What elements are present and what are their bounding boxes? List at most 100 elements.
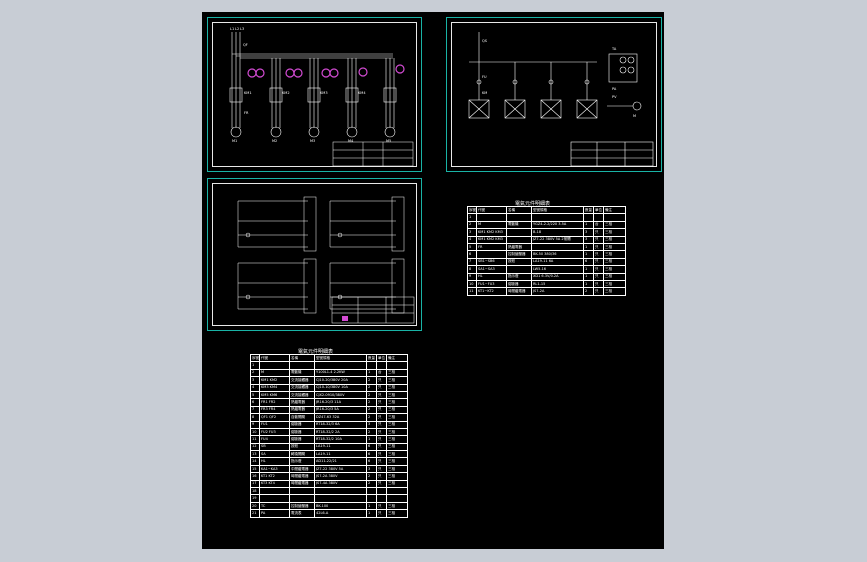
table-cell: 9: [250, 420, 260, 429]
label-km1: KM1: [244, 91, 252, 95]
table-cell: 三相: [386, 435, 408, 444]
table-cell: 2: [250, 368, 260, 378]
table-cell: KT1~KT2: [476, 287, 507, 296]
table-cell: 12: [250, 442, 260, 452]
table-cell: 名稱: [506, 205, 532, 215]
table-cell: [476, 250, 507, 259]
table-cell: 只: [376, 472, 387, 481]
table-cell: [583, 213, 594, 222]
table-cell: HL: [476, 272, 507, 281]
table-cell: 三相: [603, 228, 626, 237]
table-cell: FU4: [259, 435, 290, 444]
table-cell: 1: [583, 279, 594, 289]
drawing-sheet-control-circuit[interactable]: [207, 178, 422, 331]
table-cell: 14: [250, 457, 260, 466]
table-cell: 按鈕: [289, 442, 315, 452]
table-cell: 序號: [467, 205, 477, 215]
magenta-mark: [342, 316, 348, 321]
table-cell: 熱繼電器: [289, 405, 315, 415]
table-cell: 電動機: [506, 220, 532, 230]
table-cell: [259, 494, 290, 503]
table-cell: 4: [467, 235, 477, 244]
table-cell: JR16-20/3 5A: [314, 405, 367, 415]
table-cell: LA19-11: [314, 450, 367, 459]
table-cell: 2: [366, 398, 377, 407]
table-cell: 5: [467, 242, 477, 252]
table-row: 1: [467, 213, 626, 222]
drawing-sheet-main-circuit[interactable]: L1 L2 L3 QF KM1 KM2 KM3 KM4 FR M1 M2 M3 …: [207, 17, 422, 172]
table-cell: 三相: [603, 272, 626, 281]
table-cell: 三相: [603, 235, 626, 244]
table-cell: 備注: [386, 353, 408, 363]
table-cell: JR16-20/3 11A: [314, 398, 367, 407]
table-cell: [386, 361, 408, 370]
table-cell: 電流表: [289, 509, 315, 518]
table-cell: KM1 KM2: [259, 376, 290, 385]
table-cell: 三相: [386, 376, 408, 385]
table-cell: [366, 361, 377, 370]
table-cell: 7: [467, 257, 477, 267]
table-cell: 自動開關: [289, 413, 315, 422]
table-cell: 1: [366, 509, 377, 518]
table-cell: LA19-11: [314, 442, 367, 452]
table-cell: RT18-32/3 6A: [314, 420, 367, 429]
table-cell: 序號: [250, 353, 260, 363]
table-cell: 1: [467, 213, 477, 222]
table-cell: 2: [366, 383, 377, 392]
table-cell: 時間繼電器: [289, 479, 315, 489]
table-cell: 7: [250, 405, 260, 415]
table-cell: 6: [583, 257, 594, 267]
label-m4: M4: [348, 139, 354, 143]
table-cell: 三相: [386, 368, 408, 378]
table-cell: 3: [366, 420, 377, 429]
table-cell: 只: [376, 420, 387, 429]
table-cell: 只: [593, 265, 604, 274]
table-cell: 1: [583, 242, 594, 252]
table-cell: 代號: [476, 205, 507, 215]
table-cell: RT18-32/2 10A: [314, 435, 367, 444]
table-cell: 8: [467, 265, 477, 274]
table-cell: 18: [250, 487, 260, 496]
table-cell: 三相: [386, 420, 408, 429]
table-cell: 1: [366, 435, 377, 444]
table-cell: FU2 FU3: [259, 427, 290, 437]
table-cell: 只: [593, 287, 604, 296]
table-cell: 1: [583, 272, 594, 281]
table-cell: PA: [259, 509, 290, 518]
table-cell: SA1~SA3: [476, 265, 507, 274]
table-cell: 11: [250, 435, 260, 444]
table-cell: 3: [467, 228, 477, 237]
table-cell: 只: [376, 464, 387, 474]
label-qs: QS: [482, 39, 488, 43]
model-space[interactable]: L1 L2 L3 QF KM1 KM2 KM3 KM4 FR M1 M2 M3 …: [202, 12, 664, 549]
table-cell: [376, 494, 387, 503]
table-cell: JS7-4A 380V: [314, 479, 367, 489]
label-km3: KM3: [320, 91, 328, 95]
table-cell: 指示燈: [289, 457, 315, 466]
table-cell: 三相: [603, 220, 626, 230]
table-cell: 只: [593, 228, 604, 237]
table-cell: RL1-15: [531, 279, 584, 289]
table-cell: [289, 361, 315, 370]
table-cell: 轉換開關: [289, 450, 315, 459]
drawing-sheet-distribution[interactable]: QS FU KM TA PA PV M: [446, 17, 662, 172]
table-cell: KT3 KT4: [259, 479, 290, 489]
table-cell: JS7-2A 380V: [314, 472, 367, 481]
sheet-frame: [212, 22, 417, 167]
table-cell: 11: [467, 287, 477, 296]
table-cell: 42L6-A: [314, 509, 367, 518]
table-cell: 3: [250, 376, 260, 385]
table-cell: 只: [593, 272, 604, 281]
